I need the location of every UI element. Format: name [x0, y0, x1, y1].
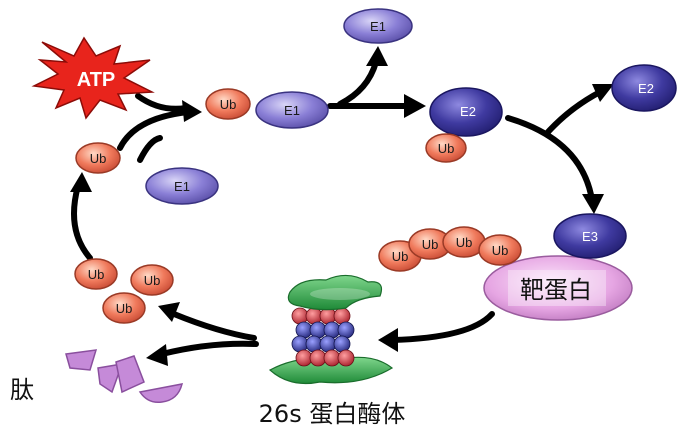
proteasome-top-cap: [287, 274, 383, 311]
arrowhead-proteasome: [378, 328, 398, 352]
arrow-atp-to-ub-e1: [135, 93, 189, 112]
e2-complex-ub: [425, 133, 467, 163]
ub-free-label: Ub: [90, 151, 107, 166]
ub-chain-1-label: Ub: [392, 249, 409, 264]
arrowhead-e2-release: [592, 84, 614, 102]
arrow-ub-cluster-to-ub: [71, 183, 93, 261]
e1-released-label: E1: [370, 19, 386, 34]
ub-chain-3-label: Ub: [456, 235, 473, 250]
arrowhead-ub: [70, 172, 92, 192]
ub-chain-4-label: Ub: [492, 243, 509, 258]
ub-free: Ub: [75, 142, 121, 174]
arrow-proteasome-to-ub: [171, 311, 257, 341]
target-protein: [483, 255, 633, 321]
ub-chain-2-label: Ub: [422, 237, 439, 252]
ub-cluster-2: [130, 264, 174, 296]
e2-released-label: E2: [638, 81, 654, 96]
arrowhead-e3: [582, 194, 604, 214]
arrow-e2-to-e3: [505, 115, 595, 203]
ub-chain-4: [478, 234, 522, 266]
proteasome-subunit: [337, 321, 355, 339]
arrow-heads: [70, 46, 614, 366]
peptide-fragment-3: [115, 355, 145, 394]
cycle-arrows: [71, 59, 603, 357]
e2-released: E2: [611, 64, 677, 112]
e2-complex-e2-label: E2: [460, 104, 476, 119]
arrowhead-ub-cluster: [158, 302, 180, 322]
proteasome-subunit: [333, 307, 351, 325]
peptide-fragment-4: [138, 383, 184, 404]
atp-label: ATP: [77, 69, 116, 91]
ub-cluster: Ub Ub Ub: [74, 258, 174, 324]
e3-label: E3: [582, 229, 598, 244]
peptide-fragment-1: [65, 349, 98, 371]
arrow-e1-release: [137, 135, 163, 163]
arrow-target-to-proteasome: [389, 311, 495, 343]
e2-complex-ub-label: Ub: [438, 141, 455, 156]
ub-cluster-1: [74, 258, 118, 290]
ub-cluster-3: [102, 292, 146, 324]
ub-e1-e1: [255, 91, 329, 129]
arrowhead-ub-e1: [182, 100, 202, 122]
target-protein-label-box: [508, 270, 606, 306]
atp-star-shape: [31, 36, 155, 120]
atp-burst: ATP: [31, 36, 155, 120]
arrow-proteasome-to-peptide: [159, 340, 259, 357]
proteasome-label: 26s 蛋白酶体: [259, 400, 406, 428]
arrowhead-e1: [366, 46, 388, 66]
peptide-fragment-2: [97, 363, 124, 394]
proteasome-core: [291, 307, 355, 367]
e1-free: E1: [145, 167, 219, 205]
e3: [553, 213, 627, 259]
target-protein-complex: 靶蛋白 E3 Ub Ub Ub Ub: [378, 213, 633, 321]
e1-released: E1: [343, 8, 413, 44]
target-protein-label: 靶蛋白: [520, 276, 592, 304]
peptide-label: 肽: [10, 376, 34, 404]
arrowhead-e2-entry: [404, 94, 426, 118]
arrow-branch-to-e1: [337, 59, 379, 107]
arrow-ub-to-ub-e1: [117, 109, 191, 151]
e2-ub-complex: E2 Ub: [425, 87, 503, 163]
proteasome-26s: 26s 蛋白酶体: [259, 274, 406, 428]
proteasome-top-cap-lip: [310, 288, 370, 300]
ub-cluster-2-label: Ub: [144, 273, 161, 288]
e2-complex-e2: [429, 87, 503, 137]
ub-e1-ub-label: Ub: [220, 97, 237, 112]
ub-e1-ub: [205, 88, 251, 120]
ub-cluster-3-label: Ub: [116, 301, 133, 316]
ub-e1-e1-label: E1: [284, 103, 300, 118]
proteasome-subunit: [337, 349, 355, 367]
ub-e1-complex: E1 Ub: [205, 88, 329, 129]
proteasome-subunit: [333, 335, 351, 353]
peptide-fragments: [65, 349, 184, 404]
e1-free-label: E1: [174, 179, 190, 194]
ub-cluster-1-label: Ub: [88, 267, 105, 282]
arrow-branch-to-e2: [545, 89, 603, 135]
arrowhead-peptide: [146, 344, 168, 366]
